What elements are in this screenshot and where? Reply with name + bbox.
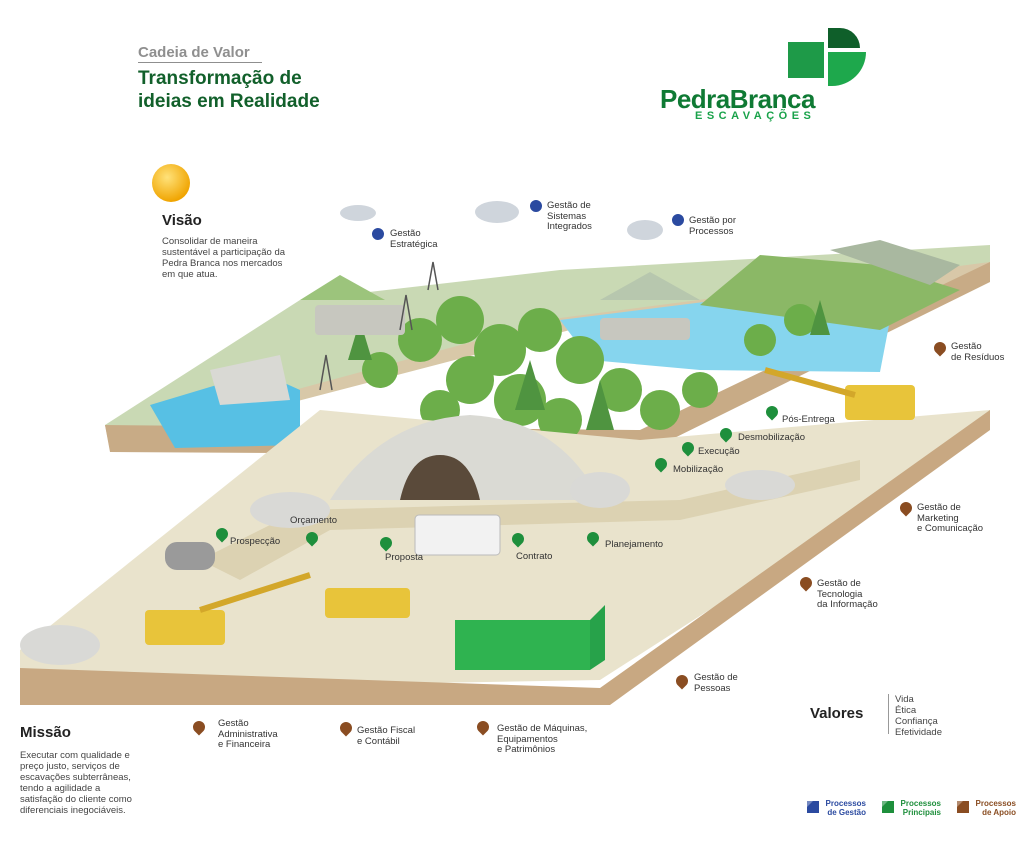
valores-divider	[888, 694, 889, 734]
missao-text-line: satisfação do cliente como	[20, 794, 132, 805]
valores-item: Confiança	[895, 716, 938, 727]
legend-principais-label: Processos Principais	[895, 799, 941, 817]
label-line: e Comunicação	[917, 523, 984, 534]
planejamento-label: Planejamento	[605, 539, 664, 550]
label-line: de Resíduos	[951, 351, 1005, 363]
marketing-label: Gestão de Marketing e Comunicação	[917, 502, 984, 535]
administrativa-label: Gestão Administrativa e Financeira	[218, 718, 278, 751]
label-line: Pessoas	[694, 682, 731, 694]
label-line: Equipamentos	[497, 733, 558, 745]
title-line-1: Transformação de	[138, 68, 302, 89]
label-line: Gestão por	[689, 215, 736, 226]
visao-text: Consolidar de maneira sustentável a part…	[162, 236, 332, 280]
valores-list: Vida Ética Confiança Efetividade	[895, 694, 942, 738]
visao-text-line: sustentável a participação da	[162, 247, 286, 258]
label-line: Tecnologia	[817, 588, 863, 600]
legend-line: Processos	[900, 799, 941, 808]
title-line-2: ideias em Realidade	[138, 91, 320, 112]
logo-name: PedraBranca	[660, 84, 815, 114]
label-line: Gestão	[218, 718, 249, 729]
legend-line: Processos	[825, 799, 866, 808]
visao-text-line: Pedra Branca nos mercados	[162, 258, 283, 269]
valores-item: Vida	[895, 694, 914, 705]
missao-text-line: escavações subterrâneas,	[20, 772, 131, 783]
subtitle-underline	[138, 62, 262, 63]
maquinas-label: Gestão de Máquinas, Equipamentos e Patri…	[497, 723, 588, 756]
tecnologia-label: Gestão de Tecnologia da Informação	[817, 578, 878, 611]
pos-entrega-label: Pós-Entrega	[782, 414, 835, 425]
legend-line: de Gestão	[827, 807, 866, 817]
gestao-estrategica-label: Gestão Estratégica	[390, 228, 438, 250]
execucao-label: Execução	[698, 446, 740, 457]
gestao-sistemas-label: Gestão de Sistemas Integrados	[547, 200, 592, 233]
orcamento-label: Orçamento	[290, 515, 337, 526]
missao-text-line: preço justo, serviços de	[20, 761, 120, 772]
label-line: e Patrimônios	[497, 744, 556, 755]
subtitle: Cadeia de Valor	[138, 44, 250, 61]
label-line: Gestão	[390, 228, 421, 239]
missao-text-line: diferenciais inegociáveis.	[20, 805, 126, 816]
logo-subtitle: ESCAVAÇÕES	[695, 110, 816, 122]
legend-line: de Apoio	[982, 807, 1016, 817]
label-line: Estratégica	[390, 238, 438, 250]
desmobilizacao-label: Desmobilização	[738, 432, 806, 443]
legend-line: Processos	[975, 799, 1016, 808]
legend-gestao-label: Processos de Gestão	[820, 799, 866, 817]
visao-text-line: Consolidar de maneira	[162, 236, 258, 247]
missao-text-line: Executar com qualidade e	[20, 750, 130, 761]
label-line: Gestão de	[694, 672, 738, 683]
label-line: Sistemas	[547, 210, 587, 222]
pessoas-label: Gestão de Pessoas	[694, 672, 738, 694]
label-line: da Informação	[817, 599, 878, 610]
legend-apoio-chip-icon	[957, 801, 969, 813]
prospeccao-label: Prospecção	[230, 536, 281, 547]
label-line: Gestão de	[547, 200, 591, 211]
valores-item: Efetividade	[895, 727, 943, 738]
legend-apoio-label: Processos de Apoio	[970, 799, 1016, 817]
logo-mark-icon	[788, 28, 866, 86]
label-line: e Contábil	[357, 735, 400, 747]
label-line: Gestão Fiscal	[357, 725, 416, 736]
label-line: e Financeira	[218, 739, 271, 750]
legend-gestao-chip-icon	[807, 801, 819, 813]
label-line: Administrativa	[218, 728, 278, 740]
residuos-label: Gestão de Resíduos	[951, 341, 1005, 363]
legend-principais-chip-icon	[882, 801, 894, 813]
visao-title: Visão	[162, 212, 202, 229]
label-line: Marketing	[917, 512, 959, 524]
missao-text-line: tendo a agilidade a	[20, 783, 101, 794]
label-line: Gestão	[951, 341, 982, 352]
missao-text: Executar com qualidade e preço justo, se…	[20, 750, 180, 816]
valores-item: Ética	[895, 705, 917, 716]
label-line: Gestão de	[917, 502, 961, 513]
mobilizacao-label: Mobilização	[673, 464, 724, 475]
fiscal-label: Gestão Fiscal e Contábil	[357, 725, 416, 747]
valores-title: Valores	[810, 705, 864, 722]
contrato-label: Contrato	[516, 551, 553, 562]
visao-text-line: em que atua.	[162, 269, 218, 280]
legend-line: Principais	[902, 807, 941, 817]
label-line: Integrados	[547, 221, 592, 232]
label-line: Gestão de Máquinas,	[497, 723, 588, 734]
label-line: Processos	[689, 225, 734, 237]
proposta-label: Proposta	[385, 552, 424, 563]
page-title: Transformação de ideias em Realidade	[138, 67, 378, 113]
sun-icon	[152, 164, 190, 202]
gestao-processos-label: Gestão por Processos	[689, 215, 736, 237]
missao-title: Missão	[20, 724, 71, 741]
label-line: Gestão de	[817, 578, 861, 589]
